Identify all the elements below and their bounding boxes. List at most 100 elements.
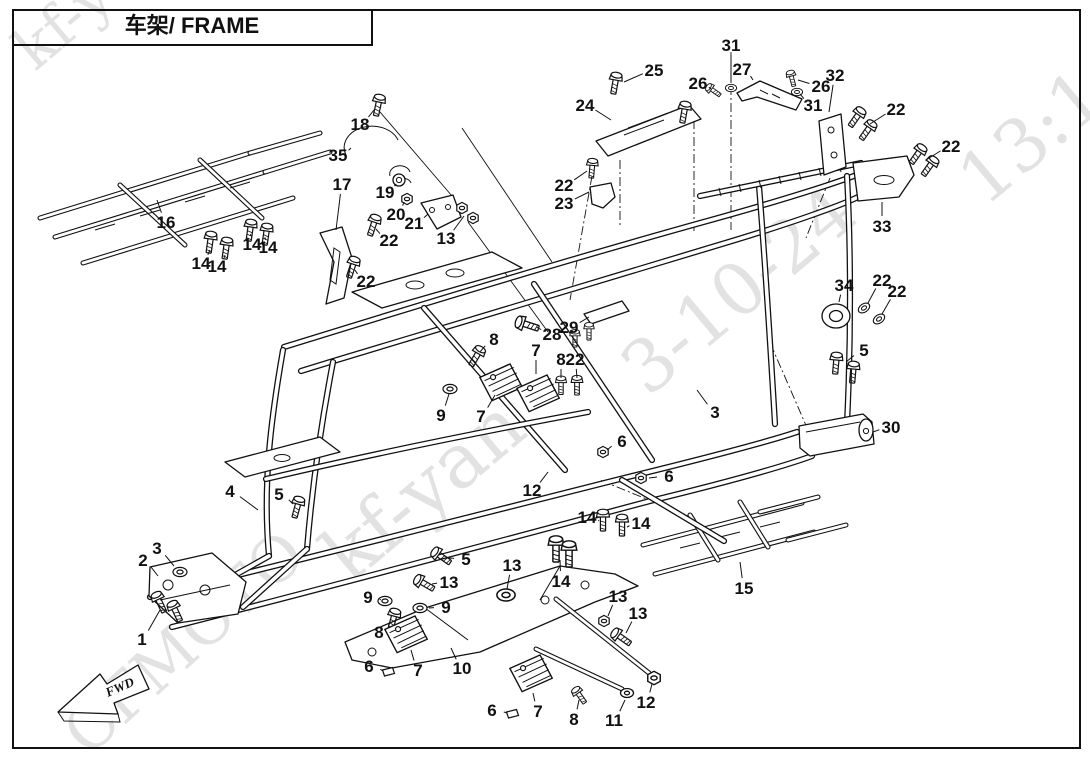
callout-leader: [239, 496, 259, 511]
callout-number: 10: [453, 659, 472, 678]
tube-inner: [757, 184, 777, 426]
callout-leader: [335, 193, 341, 231]
tube-inner: [53, 170, 267, 239]
callout-number: 31: [804, 96, 823, 115]
callout-leader: [536, 326, 542, 331]
callout-leader: [648, 476, 658, 479]
tube-inner: [554, 597, 651, 675]
tube-inner: [148, 430, 799, 599]
callout-number: 23: [555, 194, 574, 213]
callout-number: 18: [351, 115, 370, 134]
callout-number: 11: [605, 711, 623, 730]
tube-inner: [198, 158, 264, 220]
callout-number: 5: [859, 341, 868, 360]
callout-number: 22: [555, 176, 574, 195]
callout-leader: [619, 699, 626, 712]
callout-number: 14: [578, 508, 597, 527]
callout-number: 1: [137, 630, 146, 649]
callout-number: 3: [710, 403, 719, 422]
callout-leader: [288, 499, 294, 505]
callout-leader: [607, 604, 614, 617]
callout-number: 13: [503, 556, 522, 575]
callout-number: 29: [560, 318, 579, 337]
callout-leader: [375, 228, 381, 234]
tube-inner: [118, 183, 187, 247]
callout-leader: [156, 199, 162, 213]
front-rack: [37, 130, 333, 266]
callout-leader: [394, 183, 397, 187]
callout-leader: [696, 389, 708, 405]
clamp-35: [343, 125, 399, 156]
callout-leader: [872, 429, 880, 433]
callout-leader: [925, 150, 941, 161]
callout-number: 13: [440, 573, 459, 592]
callout-number: 8: [569, 710, 578, 729]
main-frame-tubes: [146, 159, 868, 631]
tube-inner: [758, 495, 820, 514]
callout-number: 2: [138, 551, 147, 570]
callout-number: 4: [225, 482, 235, 501]
callout-number: 25: [645, 61, 664, 80]
callout-leader: [223, 254, 226, 259]
callout-number: 15: [735, 579, 754, 598]
callout-leader: [380, 668, 384, 672]
callout-number: 26: [689, 74, 708, 93]
callout-leader: [423, 213, 429, 218]
bracket-33: [852, 155, 915, 202]
mount-30: [798, 413, 875, 457]
callout-number: 22: [380, 231, 399, 250]
callout-number: 16: [157, 213, 176, 232]
callout-leader: [838, 294, 842, 303]
watermark-text: 3-10-24: [605, 168, 872, 411]
callout-leader: [574, 191, 590, 200]
callout-number: 8: [489, 330, 498, 349]
watermark-text: kf-y: [0, 0, 126, 83]
callout-leader: [532, 692, 536, 702]
callout-leader: [503, 711, 508, 714]
callout-leader: [354, 269, 358, 275]
tube-inner: [264, 410, 590, 481]
callout-leader: [450, 647, 457, 660]
tube-inner: [532, 282, 654, 462]
callout-leader: [623, 73, 644, 83]
callout-number: 14: [259, 238, 278, 257]
callout-leader: [576, 699, 580, 710]
callout-leader: [575, 368, 578, 379]
callout-leader: [625, 621, 633, 634]
tube-inner: [263, 150, 332, 174]
plate-24: [595, 104, 702, 157]
callout-leader: [487, 394, 496, 408]
callout-leader: [750, 75, 754, 81]
plate-29: [583, 300, 630, 325]
callout-number: 17: [333, 175, 352, 194]
bracket-10: [344, 565, 639, 669]
tube-inner: [282, 170, 866, 349]
callout-leader: [573, 170, 588, 181]
callout-leader: [348, 147, 352, 151]
tube-inner: [81, 196, 295, 265]
callout-leader: [828, 84, 834, 113]
callout-number: 6: [664, 467, 673, 486]
tube-inner: [170, 454, 814, 629]
callout-leader: [164, 554, 175, 567]
tube-inner: [534, 647, 624, 691]
callout-leader: [506, 574, 511, 590]
callout-leader: [606, 445, 613, 451]
callout-number: 9: [441, 598, 450, 617]
callout-leader: [147, 609, 161, 631]
callout-leader: [479, 345, 486, 353]
callout-leader: [649, 683, 653, 693]
callout-leader: [869, 113, 886, 125]
bracket-17: [319, 226, 353, 305]
callout-number: 14: [192, 254, 211, 273]
callout-number: 7: [413, 661, 422, 680]
callout-number: 8: [556, 350, 565, 369]
callout-number: 33: [873, 217, 892, 236]
callout-number: 22: [888, 282, 907, 301]
callout-number: 20: [387, 205, 406, 224]
pivot-rods: [533, 596, 652, 699]
callout-number: 19: [376, 183, 395, 202]
